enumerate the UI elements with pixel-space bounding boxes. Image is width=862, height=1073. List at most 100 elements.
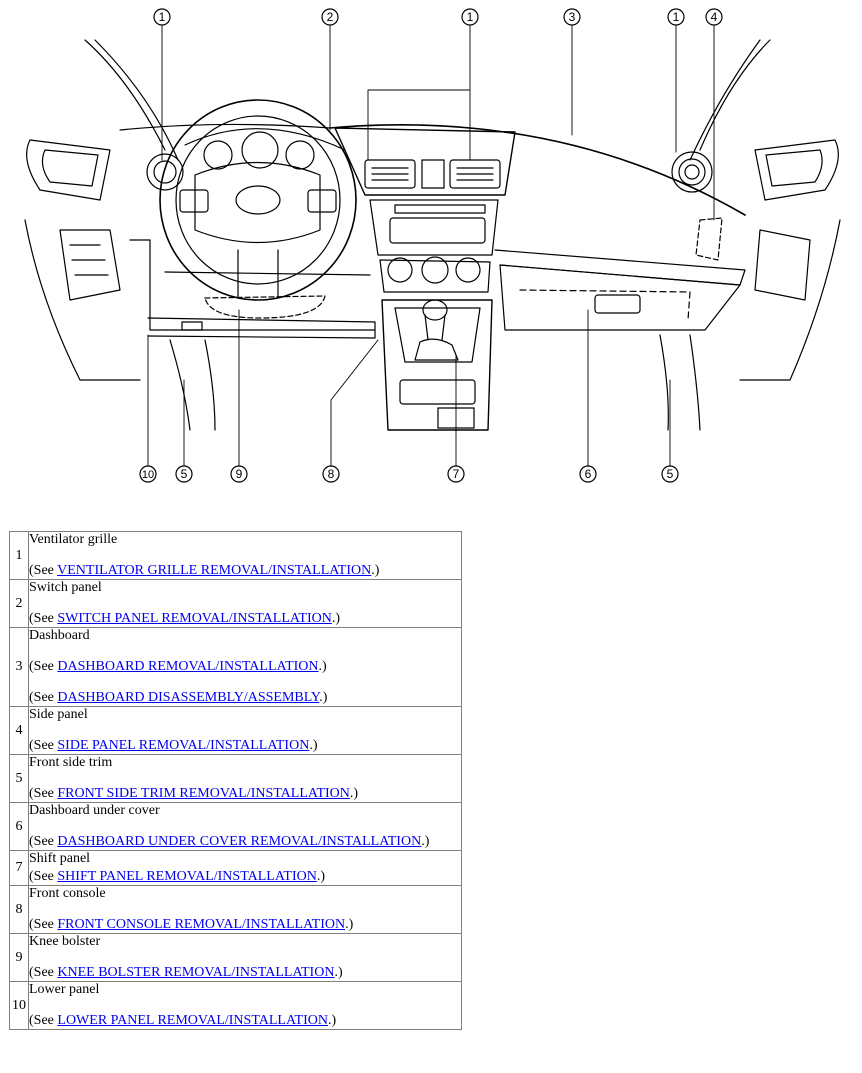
procedure-link[interactable]: DASHBOARD UNDER COVER REMOVAL/INSTALLATI… [57,834,422,849]
svg-text:5: 5 [667,467,674,481]
left-outer-vent [146,153,184,191]
svg-text:4: 4 [711,10,718,24]
procedure-link[interactable]: DASHBOARD REMOVAL/INSTALLATION [57,659,319,674]
part-number: 1 [9,531,29,580]
procedure-link[interactable]: SWITCH PANEL REMOVAL/INSTALLATION [57,611,332,626]
callout-9: 9 [230,465,248,483]
callout-1c: 1 [667,8,685,26]
part-name: Lower panel [29,982,100,997]
part-number: 10 [9,981,29,1030]
part-number: 3 [9,627,29,707]
table-row: 7 Shift panel (See SHIFT PANEL REMOVAL/I… [9,850,462,886]
part-name: Side panel [29,707,88,722]
table-row: 6 Dashboard under cover (See DASHBOARD U… [9,802,462,851]
svg-text:10: 10 [142,469,154,481]
dashboard-top-outline [329,124,746,216]
see-reference: (See LOWER PANEL REMOVAL/INSTALLATION.) [29,1013,337,1028]
part-number: 7 [9,850,29,886]
callout-4: 4 [705,8,723,26]
see-reference: (See FRONT SIDE TRIM REMOVAL/INSTALLATIO… [29,786,359,801]
procedure-link[interactable]: VENTILATOR GRILLE REMOVAL/INSTALLATION [57,563,372,578]
part-number: 6 [9,802,29,851]
part-name: Dashboard [29,628,90,643]
see-reference: (See KNEE BOLSTER REMOVAL/INSTALLATION.) [29,965,343,980]
center-console [381,299,493,431]
svg-text:1: 1 [673,10,680,24]
part-number: 8 [9,885,29,934]
svg-text:9: 9 [236,467,243,481]
callout-8: 8 [322,465,340,483]
see-reference: (See DASHBOARD UNDER COVER REMOVAL/INSTA… [29,834,430,849]
table-row: 2 Switch panel (See SWITCH PANEL REMOVAL… [9,579,462,628]
svg-text:7: 7 [453,467,460,481]
table-row: 5 Front side trim (See FRONT SIDE TRIM R… [9,754,462,803]
svg-text:6: 6 [585,467,592,481]
svg-text:1: 1 [159,10,166,24]
callout-5b: 5 [661,465,679,483]
part-number: 5 [9,754,29,803]
part-description: Switch panel (See SWITCH PANEL REMOVAL/I… [28,579,462,628]
table-row: 3 Dashboard (See DASHBOARD REMOVAL/INSTA… [9,627,462,707]
leader-lines [147,25,715,467]
part-description: Side panel (See SIDE PANEL REMOVAL/INSTA… [28,706,462,755]
part-name: Front side trim [29,755,113,770]
part-description: Lower panel (See LOWER PANEL REMOVAL/INS… [28,981,462,1030]
table-row: 9 Knee bolster (See KNEE BOLSTER REMOVAL… [9,933,462,982]
see-reference: (See SIDE PANEL REMOVAL/INSTALLATION.) [29,738,318,753]
part-description: Front console (See FRONT CONSOLE REMOVAL… [28,885,462,934]
svg-text:5: 5 [181,467,188,481]
dashboard-parts-illustration: 1 2 1 3 1 4 10 5 9 8 7 6 5 [0,0,862,490]
callout-2: 2 [321,8,339,26]
svg-text:2: 2 [327,10,334,24]
callout-1b: 1 [461,8,479,26]
part-number: 2 [9,579,29,628]
part-description: Dashboard (See DASHBOARD REMOVAL/INSTALL… [28,627,462,707]
callout-10: 10 [139,465,157,483]
procedure-link[interactable]: SHIFT PANEL REMOVAL/INSTALLATION [57,869,317,884]
see-reference: (See VENTILATOR GRILLE REMOVAL/INSTALLAT… [29,563,380,578]
procedure-link[interactable]: LOWER PANEL REMOVAL/INSTALLATION [57,1013,328,1028]
part-description: Dashboard under cover (See DASHBOARD UND… [28,802,462,851]
see-reference: (See DASHBOARD DISASSEMBLY/ASSEMBLY.) [29,690,328,705]
see-reference: (See FRONT CONSOLE REMOVAL/INSTALLATION.… [29,917,354,932]
table-row: 10 Lower panel (See LOWER PANEL REMOVAL/… [9,981,462,1030]
part-name: Dashboard under cover [29,803,160,818]
part-name: Ventilator grille [29,532,118,547]
center-stack-outline [334,127,516,196]
part-description: Shift panel (See SHIFT PANEL REMOVAL/INS… [28,850,462,886]
glove-box [499,264,741,331]
callout-5a: 5 [175,465,193,483]
part-number: 9 [9,933,29,982]
procedure-link[interactable]: DASHBOARD DISASSEMBLY/ASSEMBLY [57,690,320,705]
part-description: Front side trim (See FRONT SIDE TRIM REM… [28,754,462,803]
table-row: 1 Ventilator grille (See VENTILATOR GRIL… [9,531,462,580]
part-name: Front console [29,886,106,901]
svg-text:3: 3 [569,10,576,24]
right-outer-vent [671,151,713,193]
procedure-link[interactable]: FRONT CONSOLE REMOVAL/INSTALLATION [57,917,346,932]
table-row: 4 Side panel (See SIDE PANEL REMOVAL/INS… [9,706,462,755]
part-number: 4 [9,706,29,755]
table-row: 8 Front console (See FRONT CONSOLE REMOV… [9,885,462,934]
see-reference: (See DASHBOARD REMOVAL/INSTALLATION.) [29,659,327,674]
svg-text:8: 8 [328,467,335,481]
callout-3: 3 [563,8,581,26]
callout-6: 6 [579,465,597,483]
see-reference: (See SWITCH PANEL REMOVAL/INSTALLATION.) [29,611,341,626]
see-reference: (See SHIFT PANEL REMOVAL/INSTALLATION.) [29,869,326,884]
part-name: Switch panel [29,580,102,595]
part-name: Knee bolster [29,934,101,949]
part-name: Shift panel [29,851,91,866]
parts-table: 1 Ventilator grille (See VENTILATOR GRIL… [9,531,462,1030]
procedure-link[interactable]: KNEE BOLSTER REMOVAL/INSTALLATION [57,965,335,980]
part-description: Ventilator grille (See VENTILATOR GRILLE… [28,531,462,580]
right-a-pillar [699,39,771,151]
part-description: Knee bolster (See KNEE BOLSTER REMOVAL/I… [28,933,462,982]
svg-text:1: 1 [467,10,474,24]
left-a-pillar [84,39,166,151]
procedure-link[interactable]: FRONT SIDE TRIM REMOVAL/INSTALLATION [57,786,350,801]
callout-1a: 1 [153,8,171,26]
steering-wheel [159,99,357,301]
callout-7: 7 [447,465,465,483]
procedure-link[interactable]: SIDE PANEL REMOVAL/INSTALLATION [57,738,310,753]
